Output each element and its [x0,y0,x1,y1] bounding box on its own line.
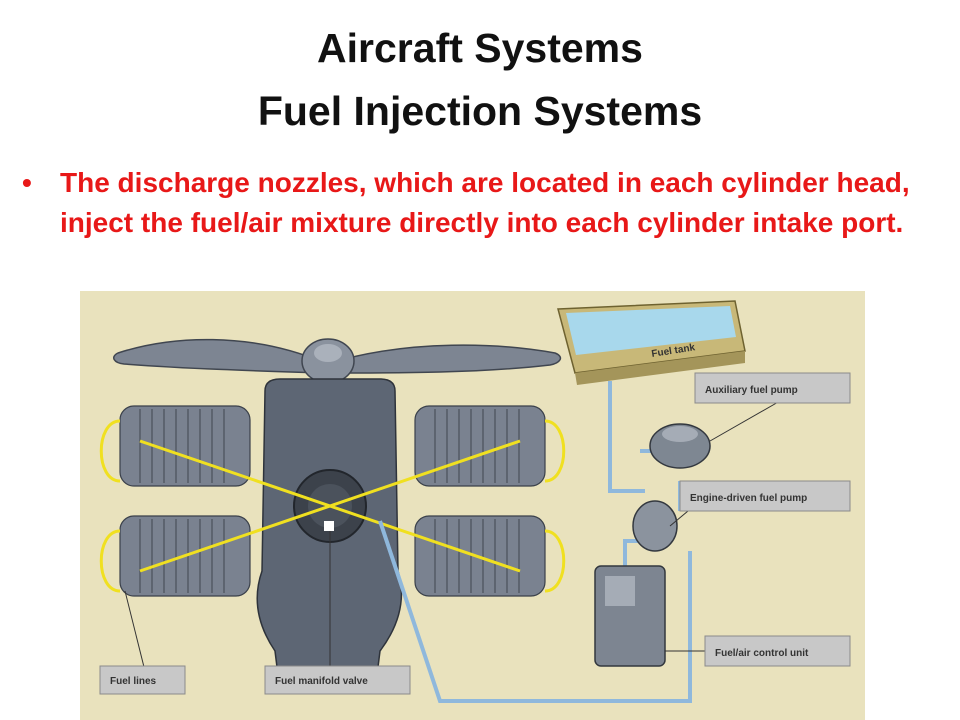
fuel-injection-diagram: Fuel tank Auxiliary fuel pump Engine-dri… [80,291,865,720]
svg-text:Fuel lines: Fuel lines [110,676,157,687]
callout-control-unit: Fuel/air control unit [704,635,851,667]
callout-fuel-lines: Fuel lines [99,665,186,695]
fuel-air-control-unit [594,565,666,667]
propeller [113,338,562,384]
svg-text:Engine-driven fuel pump: Engine-driven fuel pump [690,493,807,504]
bullet-dot: • [22,167,32,198]
engine-driven-fuel-pump [632,500,678,552]
bullet-text: The discharge nozzles, which are located… [60,167,910,238]
svg-text:Fuel/air control unit: Fuel/air control unit [715,648,809,659]
callout-manifold-valve: Fuel manifold valve [264,665,411,695]
fuel-lines [99,419,566,593]
callout-engine-driven-pump: Engine-driven fuel pump [679,480,851,512]
slide-title-line1: Aircraft Systems [317,25,643,71]
svg-text:Auxiliary fuel pump: Auxiliary fuel pump [705,385,798,396]
svg-text:Fuel manifold valve: Fuel manifold valve [275,676,368,687]
callout-auxiliary-pump: Auxiliary fuel pump [694,372,851,404]
slide-title-line2: Fuel Injection Systems [257,88,703,134]
auxiliary-fuel-pump [649,423,711,469]
fuel-tank: Fuel tank [557,300,746,385]
callout-leaders [124,400,781,672]
